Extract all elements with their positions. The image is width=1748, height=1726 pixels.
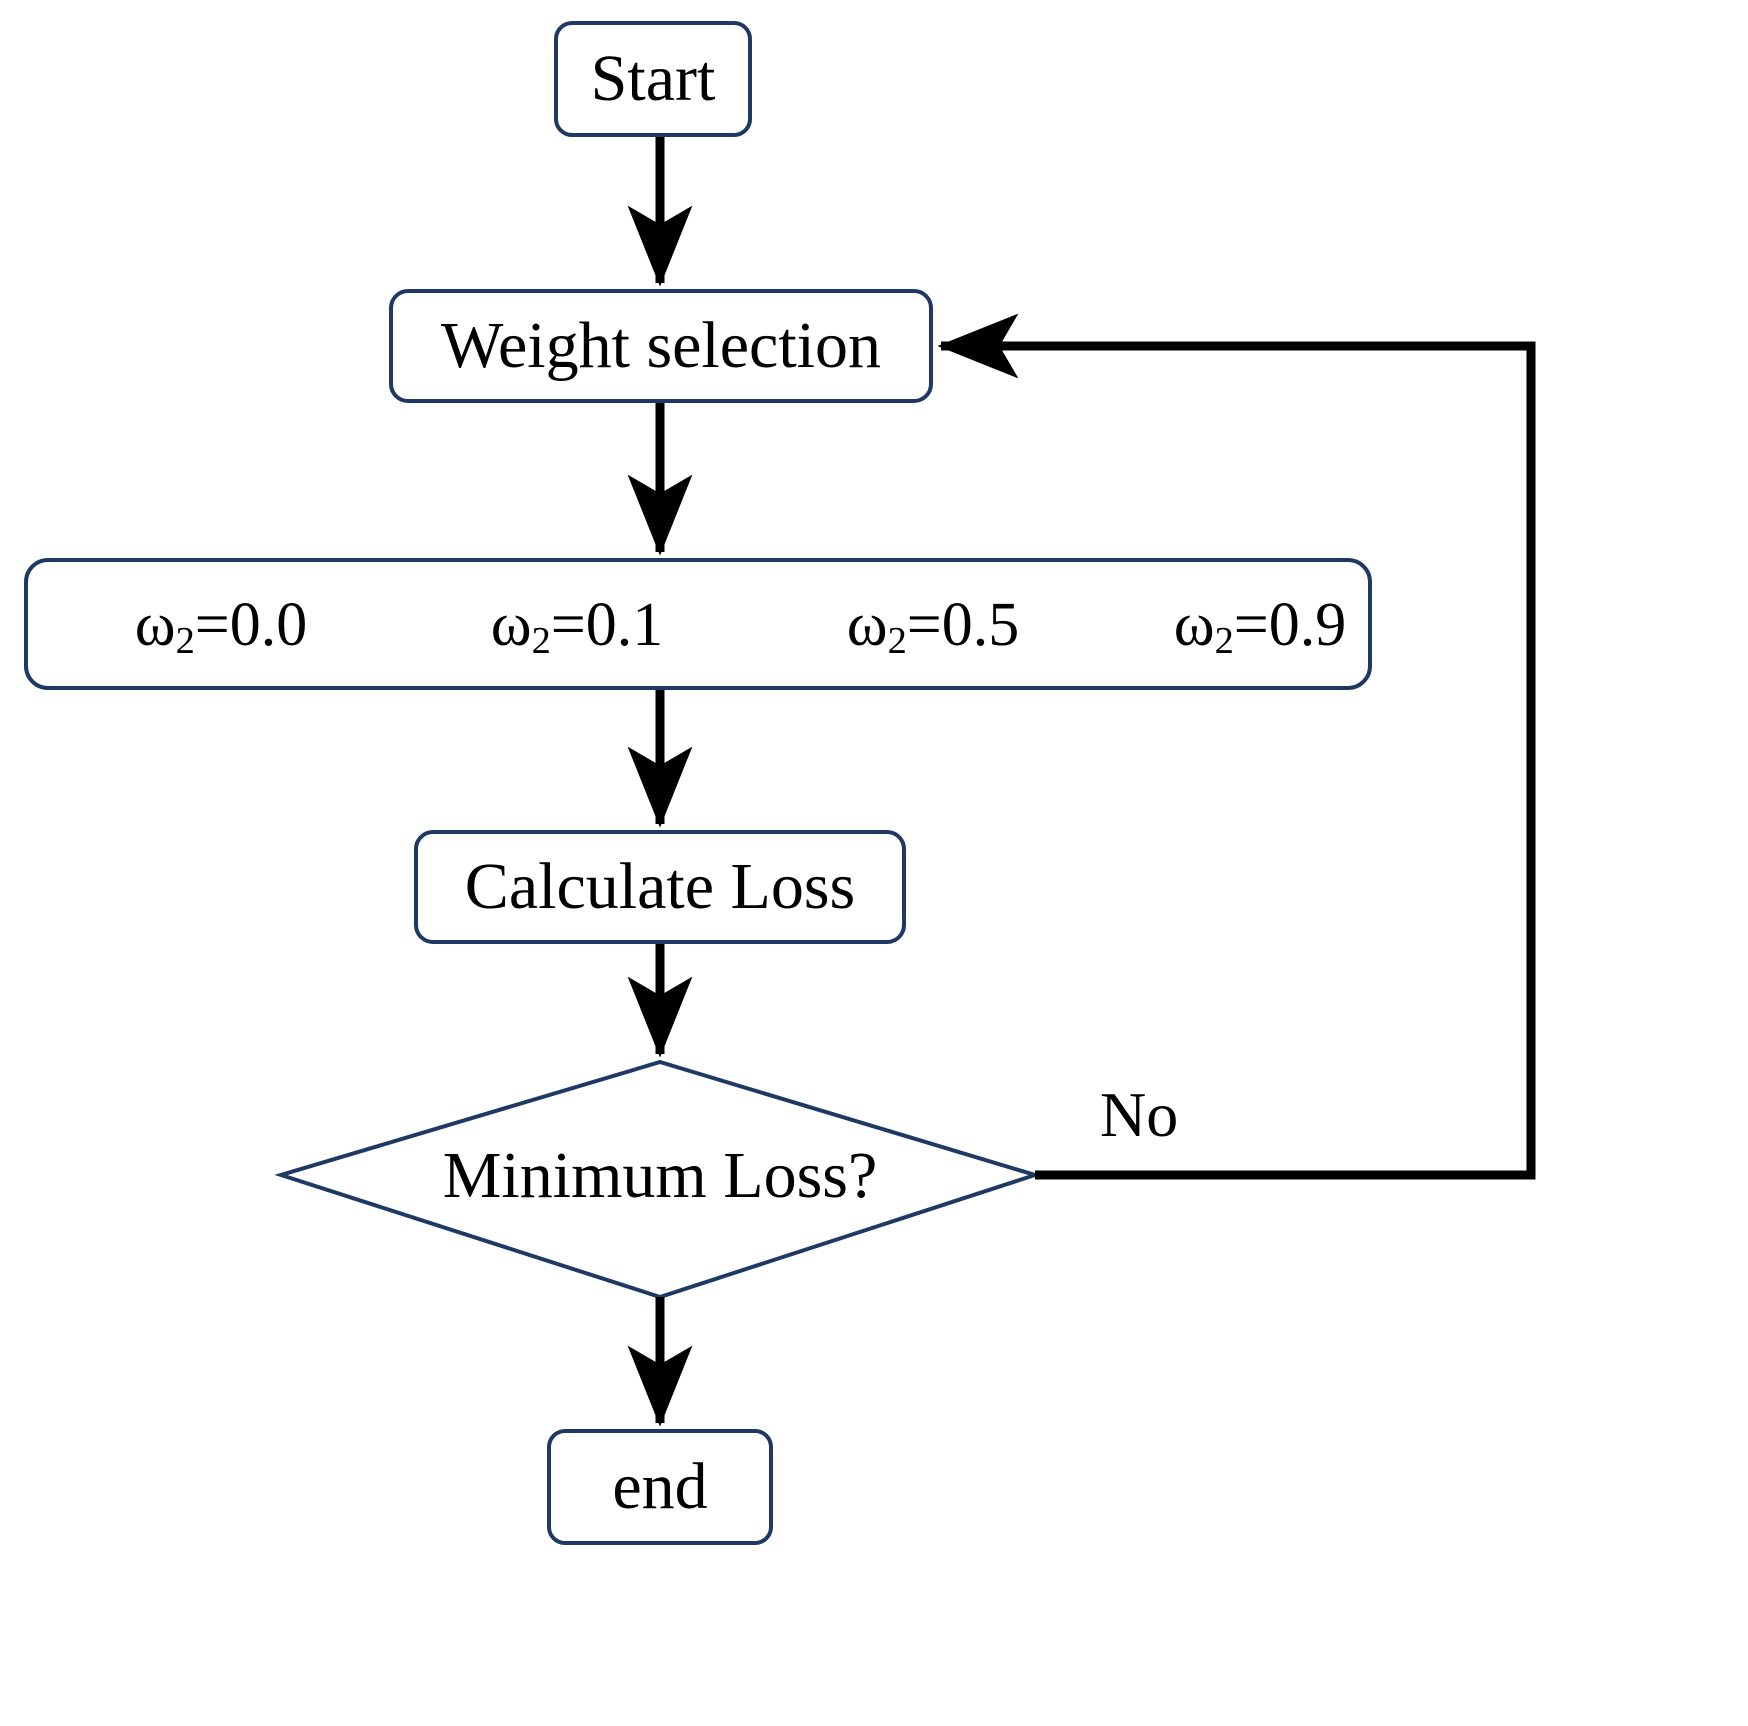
omega-equals-0: = xyxy=(194,591,230,659)
omega-value-0: 0.0 xyxy=(229,591,308,659)
omega-symbol-2: ω xyxy=(846,591,888,659)
node-start-shape[interactable] xyxy=(554,21,752,137)
omega-symbol-0: ω xyxy=(134,591,176,659)
node-calculate-loss-shape[interactable] xyxy=(414,830,906,944)
edge-label-no: No xyxy=(1100,1079,1179,1150)
node-weight-options-shape[interactable] xyxy=(24,558,1372,690)
node-end-shape[interactable] xyxy=(547,1429,773,1545)
omega-equals-3: = xyxy=(1233,591,1269,659)
omega-value-2: 0.5 xyxy=(941,591,1020,659)
node-weight-selection-shape[interactable] xyxy=(389,289,933,403)
omega-symbol-1: ω xyxy=(490,591,532,659)
omega-equals-2: = xyxy=(906,591,942,659)
edge-decision-no-feedback xyxy=(937,313,1536,1180)
omega-equals-1: = xyxy=(550,591,586,659)
omega-symbol-3: ω xyxy=(1173,591,1215,659)
node-decision-shape[interactable] xyxy=(274,1059,1042,1300)
omega-value-1: 0.1 xyxy=(585,591,664,659)
omega-value-3: 0.9 xyxy=(1268,591,1347,659)
